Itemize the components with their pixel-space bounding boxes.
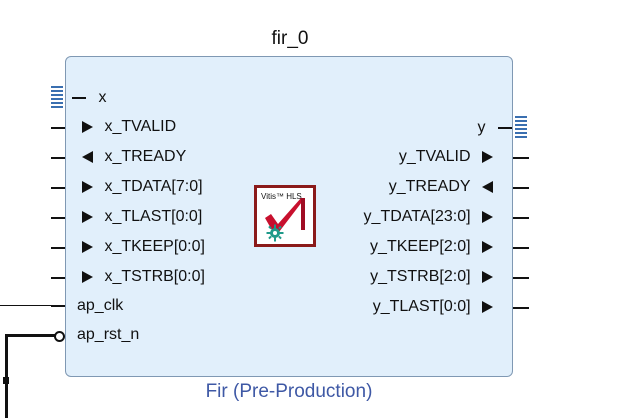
output-arrow-icon: [82, 150, 93, 163]
pin-x-tvalid[interactable]: [51, 127, 65, 129]
vitis-hls-logo: Vitis™ HLS: [254, 185, 316, 247]
logo-text: Vitis™ HLS: [261, 192, 302, 201]
port-label: ap_clk: [77, 297, 124, 314]
pin-y-tlast[interactable]: [513, 307, 529, 309]
bus-connector-icon: [498, 126, 512, 129]
pin-y-tkeep[interactable]: [513, 247, 529, 249]
port-x[interactable]: x: [72, 88, 106, 108]
port-label: y_TDATA[23:0]: [363, 208, 471, 225]
port-label: y_TSTRB[2:0]: [370, 268, 471, 285]
rst-wire-junction: [3, 377, 9, 384]
output-arrow-icon: [482, 240, 493, 253]
port-x-tlast[interactable]: x_TLAST[0:0]: [82, 207, 202, 227]
input-arrow-icon: [82, 210, 93, 223]
port-label: x_TREADY: [104, 148, 187, 165]
rst-wire-vertical[interactable]: [5, 334, 8, 418]
port-x-tstrb[interactable]: x_TSTRB[0:0]: [82, 267, 205, 287]
ip-name: Fir (Pre-Production): [205, 381, 373, 402]
port-label: x_TLAST[0:0]: [104, 208, 203, 225]
port-ap-clk[interactable]: ap_clk: [77, 296, 123, 316]
output-arrow-icon: [482, 270, 493, 283]
port-y-tdata[interactable]: y_TDATA[23:0]: [364, 207, 493, 227]
input-arrow-icon: [82, 120, 93, 133]
port-ap-rst-n[interactable]: ap_rst_n: [77, 325, 139, 345]
pin-y-tstrb[interactable]: [513, 277, 529, 279]
pin-x-tdata[interactable]: [51, 187, 65, 189]
port-label: x_TVALID: [104, 118, 177, 135]
port-x-tready[interactable]: x_TREADY: [82, 147, 186, 167]
port-label: y_TKEEP[2:0]: [370, 238, 471, 255]
output-arrow-icon: [482, 300, 493, 313]
port-label: y_TREADY: [388, 178, 471, 195]
pin-y-tvalid[interactable]: [513, 157, 529, 159]
ap-rst-n-inversion-bubble: [54, 331, 65, 342]
port-x-tvalid[interactable]: x_TVALID: [82, 117, 176, 137]
output-arrow-icon: [482, 210, 493, 223]
port-label: y_TVALID: [398, 148, 471, 165]
port-label: x_TDATA[7:0]: [104, 178, 203, 195]
bus-connector-icon: [72, 96, 86, 99]
pin-ap-clk[interactable]: [51, 305, 65, 307]
input-arrow-icon: [82, 180, 93, 193]
pin-ap-rst-n[interactable]: [51, 335, 56, 337]
gear-icon: [266, 224, 284, 242]
port-y-label: y: [477, 119, 486, 136]
port-label: x_TSTRB[0:0]: [104, 268, 205, 285]
x-bus-interface-icon[interactable]: [51, 86, 63, 108]
y-bus-interface-icon[interactable]: [515, 116, 527, 138]
pin-y-tdata[interactable]: [513, 217, 529, 219]
port-label: ap_rst_n: [77, 326, 140, 343]
pin-x-tstrb[interactable]: [51, 277, 65, 279]
port-y-tlast[interactable]: y_TLAST[0:0]: [373, 297, 493, 317]
pin-x-tlast[interactable]: [51, 217, 65, 219]
port-x-tdata[interactable]: x_TDATA[7:0]: [82, 177, 203, 197]
pin-x-tkeep[interactable]: [51, 247, 65, 249]
pin-x-tready[interactable]: [51, 157, 65, 159]
port-y-tready[interactable]: y_TREADY: [389, 177, 493, 197]
input-arrow-icon: [82, 270, 93, 283]
port-label: x_TKEEP[0:0]: [104, 238, 205, 255]
rst-wire-horizontal[interactable]: [6, 334, 56, 337]
output-arrow-icon: [482, 150, 493, 163]
input-arrow-icon: [82, 240, 93, 253]
input-arrow-icon: [482, 180, 493, 193]
port-y-tstrb[interactable]: y_TSTRB[2:0]: [370, 267, 493, 287]
pin-y-tready[interactable]: [513, 187, 529, 189]
port-x-tkeep[interactable]: x_TKEEP[0:0]: [82, 237, 205, 257]
clk-wire[interactable]: [0, 305, 51, 306]
port-y-tvalid[interactable]: y_TVALID: [399, 147, 493, 167]
block-instance-name: fir_0: [271, 28, 309, 49]
port-label: y_TLAST[0:0]: [372, 298, 471, 315]
vitis-check-icon: [265, 198, 305, 232]
port-y[interactable]: y: [478, 118, 512, 138]
port-y-tkeep[interactable]: y_TKEEP[2:0]: [370, 237, 493, 257]
port-x-label: x: [98, 89, 107, 106]
